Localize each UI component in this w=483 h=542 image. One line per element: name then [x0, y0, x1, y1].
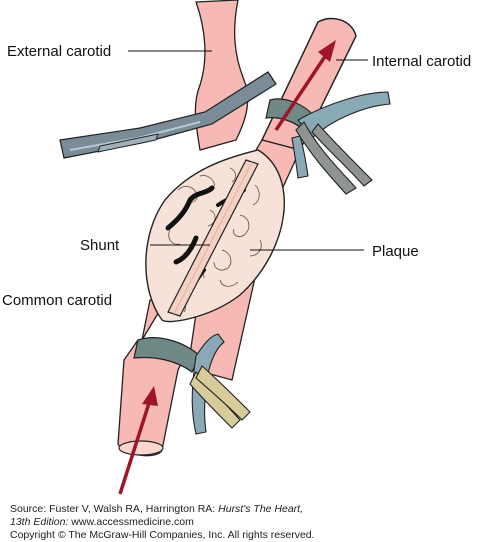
upper-gray-tape [295, 121, 357, 195]
plaque-texture [168, 167, 262, 313]
copyright-notice: Copyright © The McGraw-Hill Companies, I… [10, 529, 315, 541]
external-carotid-vessel [194, 0, 249, 151]
label-shunt: Shunt [80, 237, 120, 254]
flow-arrow-lower [118, 386, 158, 495]
source-citation-line1: Source: Fuster V, Walsh RA, Harrington R… [10, 502, 303, 516]
source-citation-line2: 13th Edition: www.accessmedicine.com [10, 515, 194, 529]
label-internal-carotid: Internal carotid [372, 53, 471, 70]
flow-arrow-upper [274, 40, 336, 131]
source-website: www.accessmedicine.com [68, 516, 194, 528]
label-external-carotid: External carotid [7, 43, 111, 60]
source-book-title: Hurst's The Heart, [218, 503, 304, 515]
source-prefix: Source: Fuster V, Walsh RA, Harrington R… [10, 503, 219, 515]
catheter-tube [59, 71, 277, 159]
label-plaque: Plaque [372, 243, 419, 260]
upper-blue-tape [297, 91, 391, 139]
catheter-clip [97, 133, 159, 153]
label-common-carotid: Common carotid [2, 292, 112, 309]
source-edition: 13th Edition: [10, 516, 69, 528]
